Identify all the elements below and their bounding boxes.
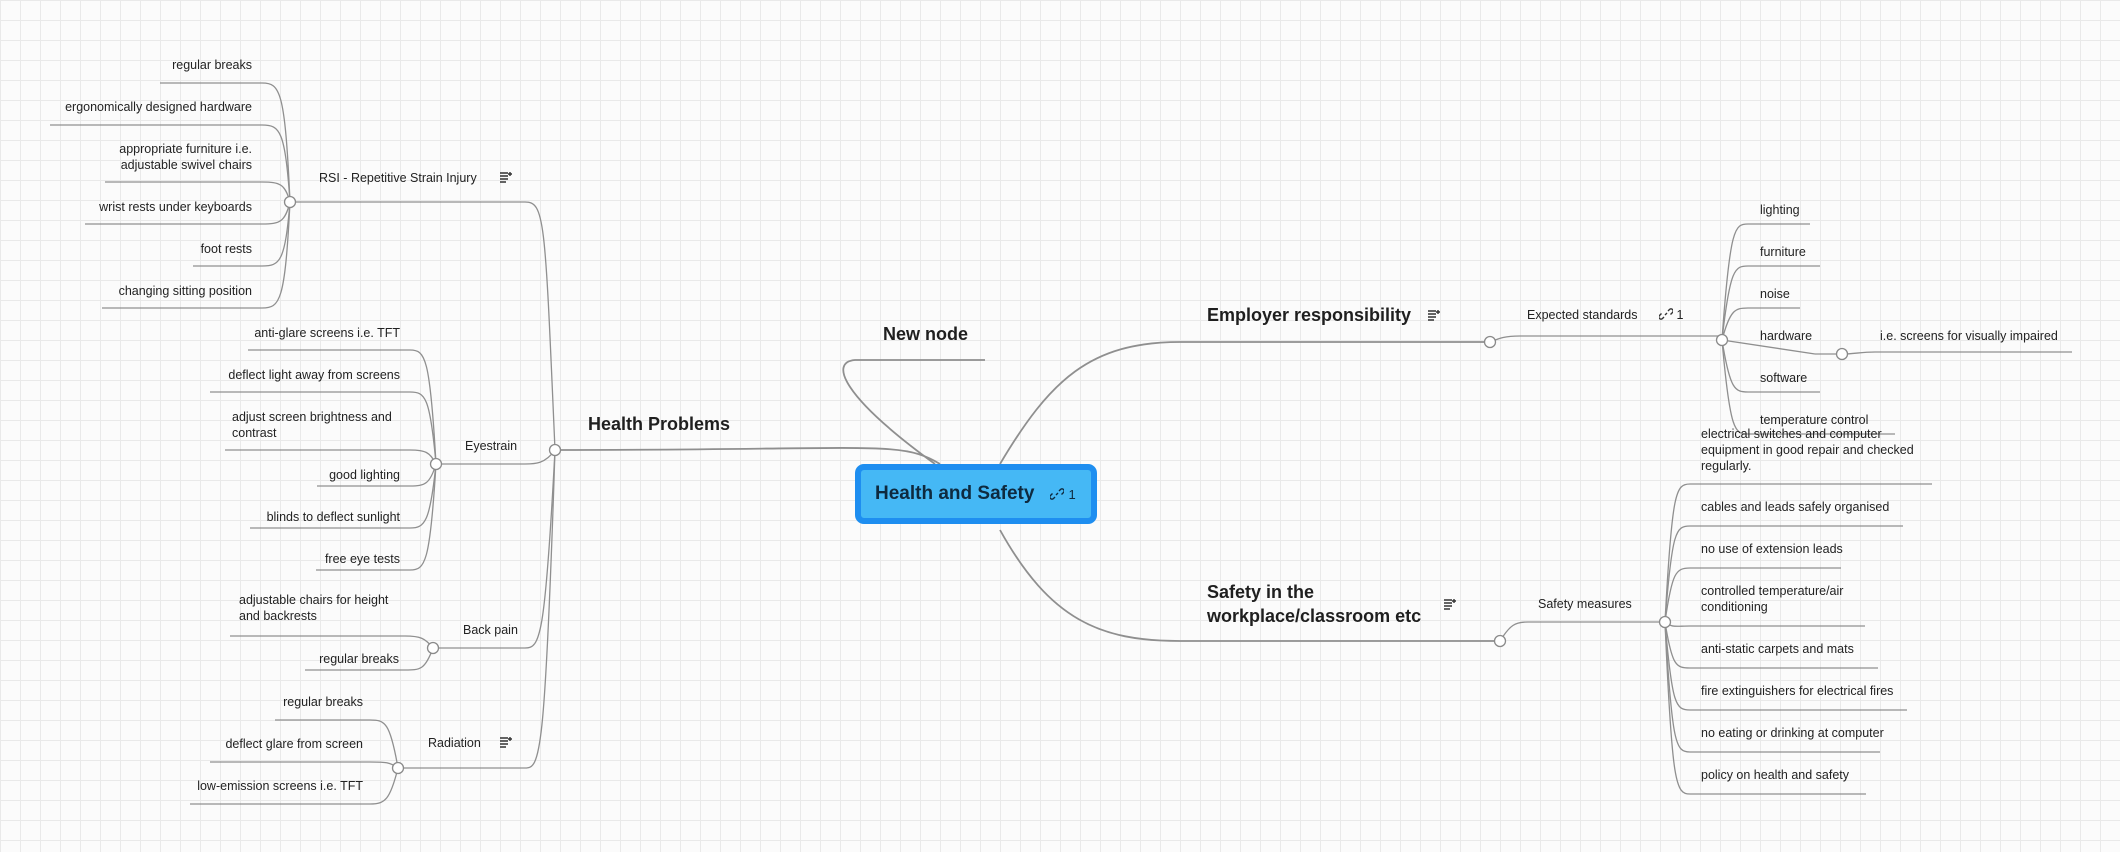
- central-topic-title: Health and Safety: [875, 483, 1035, 504]
- topic-expected-standards[interactable]: Expected standards: [1527, 308, 1638, 322]
- rsi-connectors: [50, 82, 291, 309]
- connector-new-node: [842, 359, 985, 465]
- note-icon[interactable]: [1443, 598, 1457, 610]
- rsi-item[interactable]: wrist rests under keyboards: [99, 200, 252, 214]
- measures-connectors: [1664, 483, 1932, 795]
- eyestrain-item[interactable]: adjust screen brightness and contrast: [232, 410, 392, 440]
- rsi-item[interactable]: appropriate furniture i.e. adjustable sw…: [119, 142, 252, 172]
- topic-safety-workplace[interactable]: Safety in the workplace/classroom etc: [1207, 582, 1422, 626]
- hub-dot-employer[interactable]: [1483, 335, 1497, 349]
- expected-item[interactable]: furniture: [1760, 245, 1806, 259]
- topic-employer-responsibility[interactable]: Employer responsibility: [1207, 305, 1412, 325]
- hub-dot-measures[interactable]: [1658, 615, 1672, 629]
- note-icon[interactable]: [1427, 309, 1441, 321]
- note-icon[interactable]: [499, 171, 513, 183]
- measures-item[interactable]: electrical switches and computer equipme…: [1701, 427, 1914, 473]
- connector-expected: [1489, 335, 1722, 343]
- eyestrain-item[interactable]: deflect light away from screens: [228, 368, 400, 382]
- eyestrain-item[interactable]: good lighting: [329, 468, 400, 482]
- hub-dot-eyestrain[interactable]: [429, 457, 443, 471]
- expected-link-count: 1: [1676, 308, 1684, 322]
- rsi-item[interactable]: ergonomically designed hardware: [65, 100, 252, 114]
- connector-backpain: [433, 449, 556, 649]
- eyestrain-item[interactable]: free eye tests: [324, 552, 400, 566]
- measures-item[interactable]: no eating or drinking at computer: [1701, 726, 1884, 740]
- topic-eyestrain[interactable]: Eyestrain: [465, 439, 518, 453]
- connector-measures: [1499, 621, 1665, 642]
- expected-item[interactable]: hardware: [1760, 329, 1813, 343]
- connector-health-problems: [554, 447, 941, 465]
- topic-new-node[interactable]: New node: [883, 324, 969, 344]
- hub-dot-safety[interactable]: [1493, 634, 1507, 648]
- hub-dot-hardware[interactable]: [1835, 347, 1849, 361]
- connector-radiation: [398, 449, 556, 769]
- note-icon[interactable]: [499, 736, 513, 748]
- measures-item[interactable]: fire extinguishers for electrical fires: [1701, 684, 1894, 698]
- central-link-count: 1: [1068, 486, 1076, 502]
- expected-link-badge[interactable]: 1: [1658, 307, 1684, 322]
- central-link-badge[interactable]: 1: [1050, 486, 1076, 502]
- topic-radiation[interactable]: Radiation: [428, 736, 481, 750]
- topic-health-problems[interactable]: Health Problems: [588, 414, 731, 434]
- hardware-child[interactable]: i.e. screens for visually impaired: [1880, 329, 2058, 343]
- rsi-item[interactable]: foot rests: [200, 242, 252, 256]
- topic-safety-measures[interactable]: Safety measures: [1538, 597, 1632, 611]
- backpain-item[interactable]: adjustable chairs for height and backres…: [239, 593, 389, 623]
- eyestrain-item[interactable]: anti-glare screens i.e. TFT: [254, 326, 400, 340]
- connector-employer: [999, 341, 1490, 465]
- radiation-item[interactable]: low-emission screens i.e. TFT: [197, 779, 363, 793]
- link-icon: [1050, 488, 1065, 500]
- hub-dot-expected[interactable]: [1715, 333, 1729, 347]
- connector-rsi: [290, 201, 556, 451]
- topic-rsi[interactable]: RSI - Repetitive Strain Injury: [319, 171, 477, 185]
- hub-dot-health-problems[interactable]: [548, 443, 562, 457]
- connector-safety: [999, 529, 1500, 642]
- central-topic[interactable]: Health and Safety 1: [855, 464, 1097, 524]
- hub-dot-backpain[interactable]: [426, 641, 440, 655]
- expected-item[interactable]: noise: [1760, 287, 1790, 301]
- topic-back-pain[interactable]: Back pain: [463, 623, 518, 637]
- rsi-item[interactable]: regular breaks: [172, 58, 252, 72]
- measures-item[interactable]: anti-static carpets and mats: [1701, 642, 1854, 656]
- measures-item[interactable]: policy on health and safety: [1701, 768, 1850, 782]
- backpain-item[interactable]: regular breaks: [319, 652, 399, 666]
- expected-item[interactable]: software: [1760, 371, 1808, 385]
- expected-item[interactable]: temperature control: [1760, 413, 1869, 427]
- link-icon: [1658, 308, 1674, 320]
- measures-item[interactable]: controlled temperature/air conditioning: [1701, 584, 1844, 614]
- radiation-item[interactable]: regular breaks: [283, 695, 363, 709]
- rsi-item[interactable]: changing sitting position: [118, 284, 252, 298]
- hub-dot-rsi[interactable]: [283, 195, 297, 209]
- measures-item[interactable]: cables and leads safely organised: [1701, 500, 1890, 514]
- radiation-item[interactable]: deflect glare from screen: [225, 737, 363, 751]
- measures-item[interactable]: no use of extension leads: [1701, 542, 1843, 556]
- eyestrain-connectors: [210, 349, 437, 571]
- expected-item[interactable]: lighting: [1760, 203, 1800, 217]
- hub-dot-radiation[interactable]: [391, 761, 405, 775]
- eyestrain-item[interactable]: blinds to deflect sunlight: [266, 510, 400, 524]
